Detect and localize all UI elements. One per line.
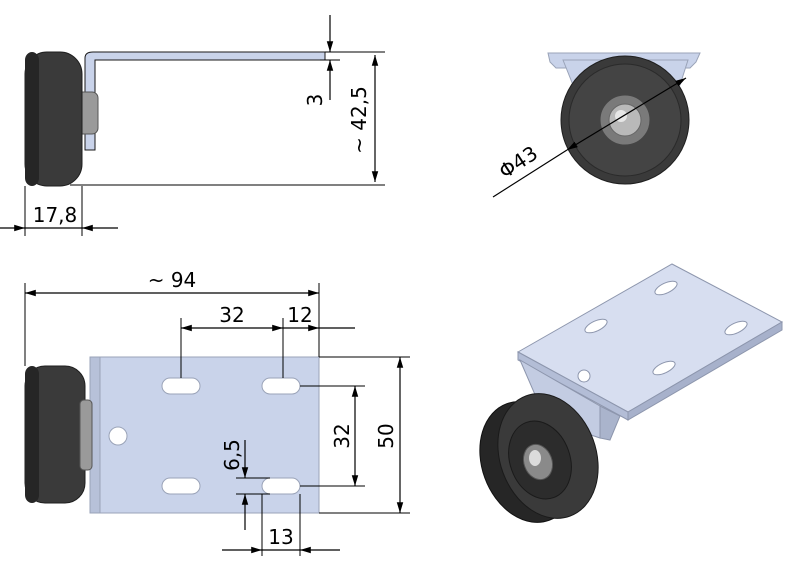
bracket-side bbox=[84, 51, 326, 151]
dim-overall-length-label: ~ 94 bbox=[148, 268, 197, 292]
dim-slot-pitch-label: 32 bbox=[219, 303, 244, 327]
slot bbox=[261, 477, 301, 495]
top-view: ~ 94 32 12 32 50 6,5 13 bbox=[24, 268, 410, 556]
dim-slot-length-label: 13 bbox=[268, 525, 293, 549]
dim-edge-offset-label: 12 bbox=[287, 303, 312, 327]
slot bbox=[261, 377, 301, 395]
dim-slot-width-label: 6,5 bbox=[220, 439, 244, 471]
dim-height-label: ~ 42,5 bbox=[347, 86, 371, 154]
slot bbox=[161, 477, 201, 495]
dim-slot-vertical-pitch-label: 32 bbox=[330, 423, 354, 448]
dim-thickness-label: 3 bbox=[303, 94, 327, 107]
side-view: 3 ~ 42,5 17,8 bbox=[0, 15, 385, 236]
slot bbox=[161, 377, 201, 395]
caster-isometric-icon bbox=[479, 263, 784, 523]
dim-plate-width-label: 50 bbox=[374, 423, 398, 448]
dim-wheel-width-label: 17,8 bbox=[33, 203, 78, 227]
round-hole bbox=[108, 426, 128, 446]
front-view: Φ43 bbox=[492, 52, 701, 198]
dim-diameter-label: Φ43 bbox=[494, 141, 542, 184]
